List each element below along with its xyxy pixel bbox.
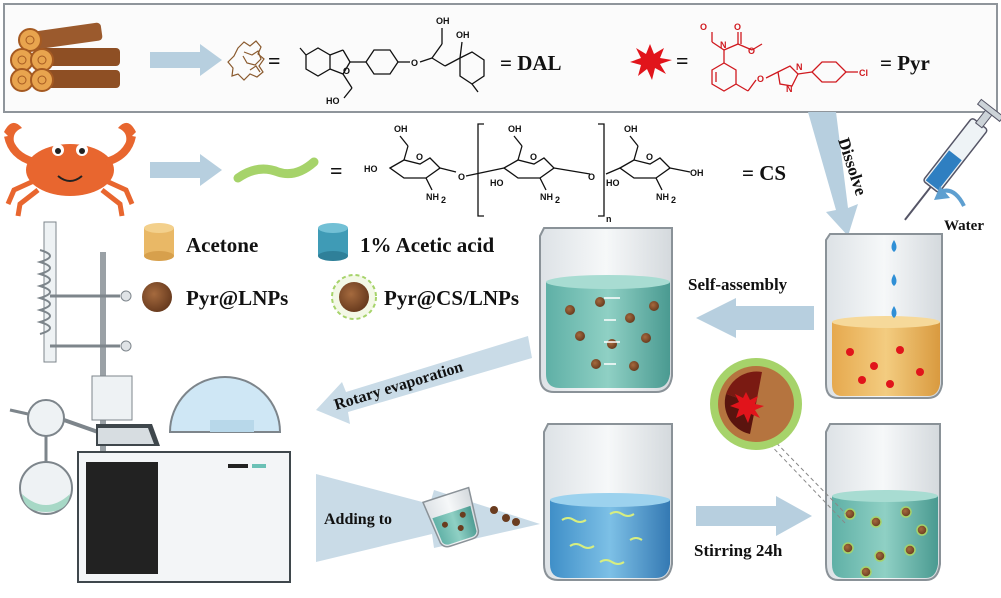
legend-acetone: Acetone: [186, 233, 258, 257]
wood-logs-icon: [10, 22, 120, 92]
legend-cs-lnp-icon: [331, 274, 377, 320]
dal-atom-ho: HO: [326, 96, 340, 106]
dal-atom-o1: O: [343, 66, 350, 76]
pyr-atom-o1: O: [700, 22, 707, 32]
cs-sub-2c: 2: [671, 195, 676, 205]
falling-np-2-icon: [502, 514, 510, 522]
water-arrowhead-icon: [934, 186, 950, 200]
lignin-network-icon: [227, 40, 265, 81]
cs-atom-oh-b: OH: [508, 124, 522, 134]
legend: Acetone 1% Acetic acid Pyr@LNPs Pyr@CS/L…: [142, 223, 519, 320]
legend-pyr-lnps: Pyr@LNPs: [186, 286, 288, 310]
pyr-atom-cl: Cl: [859, 68, 868, 78]
cs-sub-n: n: [606, 214, 612, 224]
self-assembly-arrow: [696, 298, 814, 338]
equals-pyr: =: [676, 48, 689, 73]
cs-atom-nh2-b: NH: [540, 192, 553, 202]
stirring-arrow: [696, 496, 812, 536]
pyr-label: = Pyr: [880, 51, 930, 75]
dissolve-arrow: [808, 112, 858, 236]
nanoparticle-zoom-icon: [710, 358, 847, 525]
cs-sub-2b: 2: [555, 195, 560, 205]
self-assembly-label: Self-assembly: [688, 275, 788, 294]
equals-cs: =: [330, 158, 343, 183]
beaker-lnps: [539, 227, 673, 393]
beaker-final: [825, 423, 941, 581]
pyr-atom-o2: O: [734, 22, 741, 32]
pyr-atom-o3: O: [748, 46, 755, 56]
cs-atom-o-a: O: [416, 152, 423, 162]
adding-to-label: Adding to: [324, 511, 392, 528]
dal-atom-o2: O: [411, 58, 418, 68]
cs-atom-nh2-c: NH: [656, 192, 669, 202]
crab-icon: [4, 122, 136, 217]
pyr-atom-o4: O: [757, 74, 764, 84]
pyr-star-icon: [630, 44, 672, 80]
legend-pyr-cs-lnps: Pyr@CS/LNPs: [384, 286, 519, 310]
dal-structure: [299, 28, 485, 99]
syringe-icon: [904, 98, 1001, 221]
cs-label: = CS: [742, 161, 786, 185]
legend-acetic-swatch-icon: [318, 223, 348, 261]
cs-atom-oh-a: OH: [394, 124, 408, 134]
pyr-atom-n1: N: [720, 40, 727, 50]
cs-atom-o-d: O: [588, 172, 595, 182]
cs-atom-ho-b: HO: [490, 178, 504, 188]
cs-atom-o-c: O: [530, 152, 537, 162]
cs-atom-ho-c: HO: [606, 178, 620, 188]
dal-label: = DAL: [500, 51, 562, 75]
beaker-cs-solution: [543, 423, 673, 581]
chitosan-chain-icon: [233, 157, 319, 183]
cs-atom-oh-c: OH: [624, 124, 638, 134]
arrow-crab-to-chitosan: [150, 154, 222, 186]
cs-sub-2a: 2: [441, 195, 446, 205]
dal-atom-oh2: OH: [456, 30, 470, 40]
legend-acetic-acid: 1% Acetic acid: [360, 233, 494, 257]
cs-structure: [388, 123, 691, 217]
pyr-structure: [711, 32, 858, 92]
stirring-label: Stirring 24h: [694, 541, 783, 560]
legend-acetone-swatch-icon: [144, 223, 174, 261]
falling-np-1-icon: [490, 506, 498, 514]
equals-dal-lignin: =: [268, 48, 281, 73]
rotary-evaporation-arrow: [316, 336, 532, 424]
cs-atom-ho-a: HO: [364, 164, 378, 174]
pyr-atom-n3: N: [796, 62, 803, 72]
cs-atom-o-b: O: [458, 172, 465, 182]
legend-lnp-icon: [142, 282, 172, 312]
falling-np-3-icon: [512, 518, 520, 526]
pouring-beaker-icon: [421, 486, 480, 548]
cs-atom-oh-end: OH: [690, 168, 704, 178]
adding-to-arrow: [316, 474, 540, 562]
arrow-wood-to-lignin: [150, 44, 222, 76]
cs-atom-o-e: O: [646, 152, 653, 162]
rotary-evaporation-label: Rotary evaporation: [332, 358, 465, 413]
water-label: Water: [944, 218, 984, 234]
beaker-acetone: [825, 233, 943, 399]
pyr-atom-n2: N: [786, 84, 793, 94]
rotary-evaporator-icon: [9, 221, 291, 583]
dal-atom-oh1: OH: [436, 16, 450, 26]
cs-atom-nh2-a: NH: [426, 192, 439, 202]
